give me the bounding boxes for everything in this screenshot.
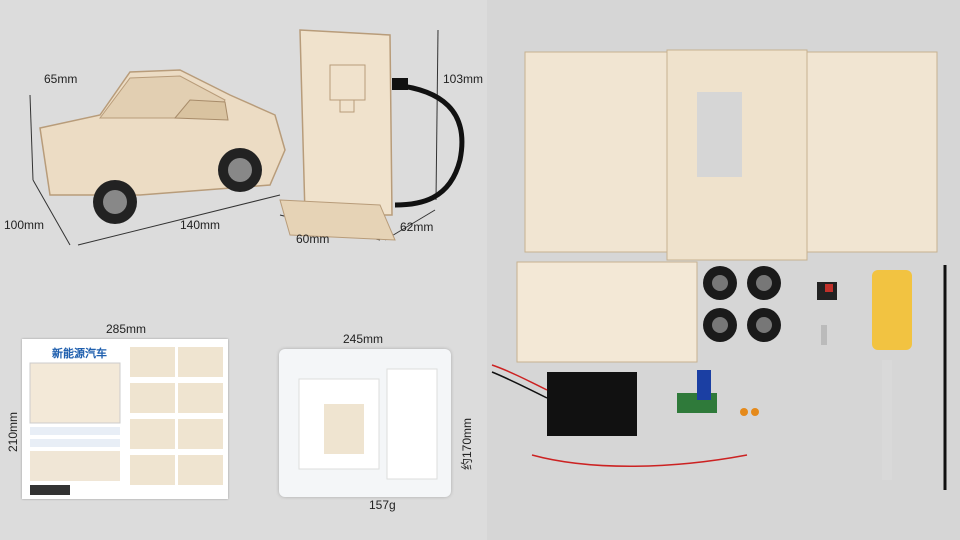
car-model (39, 69, 286, 224)
battery-box (547, 372, 637, 436)
car-length-label: 140mm (180, 218, 221, 232)
station-height-label: 103mm (443, 72, 484, 86)
station-width-label: 60mm (296, 232, 330, 246)
product-illustration (29, 29, 465, 246)
bag-weight-label: 157g (369, 498, 396, 512)
bag-contents-illustration (298, 368, 438, 480)
bag-width-label: 245mm (343, 332, 384, 346)
kit-parts-illustration (491, 49, 947, 490)
wheels (703, 266, 781, 342)
charging-station-model (279, 29, 465, 241)
product-dimensions-panel: 65mm 140mm 100mm 103mm 60mm 62mm 285mm 2… (4, 29, 484, 512)
gear-motor (872, 270, 912, 350)
instruction-manual: 新能源汽车 (22, 339, 228, 499)
manual-height-label: 210mm (6, 411, 20, 452)
axle (821, 325, 827, 345)
packaging-bag (279, 349, 451, 497)
kit-parts-panel (487, 0, 960, 540)
manual-title: 新能源汽车 (52, 348, 107, 360)
manual-width-label: 285mm (106, 322, 147, 336)
wire (531, 454, 748, 467)
car-height-label: 65mm (44, 72, 78, 86)
car-width-label: 100mm (4, 218, 45, 232)
wood-sheets (516, 49, 938, 363)
screwdriver (882, 360, 892, 480)
manual-pages-illustration (29, 347, 223, 495)
station-depth-label: 62mm (400, 220, 434, 234)
bag-height-label: 约170mm (460, 417, 474, 470)
